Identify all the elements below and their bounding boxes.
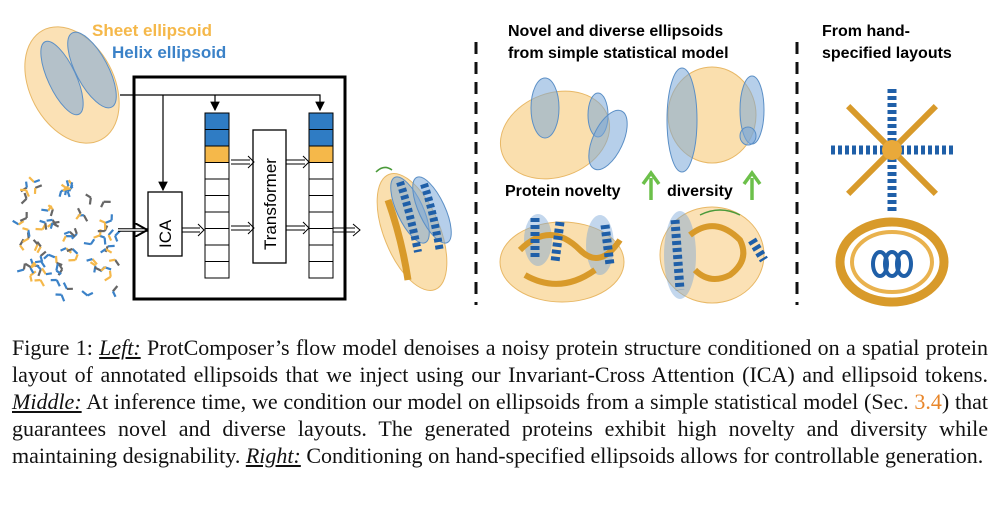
transformer-block [252, 129, 287, 264]
right-title-2: specified layouts [822, 45, 952, 62]
transformer-label: Transformer [261, 158, 280, 250]
figure-panel: Sheet ellipsoid Helix ellipsoid ICA Tran… [12, 21, 954, 307]
caption-middle-text-a: At inference time, we condition our mode… [86, 389, 909, 414]
caption-middle-text-b: ) that guarantees novel and diverse layo… [12, 389, 988, 468]
caption-left-text: ProtComposer’s flow model denoises a noi… [12, 335, 989, 387]
caption-right-head: Right: [245, 443, 301, 468]
output-protein [375, 166, 452, 291]
token-column-2 [308, 112, 334, 279]
diversity-label: diversity [667, 183, 733, 200]
caption-figure-label: Figure 1: [12, 335, 93, 360]
novelty-up-arrow-icon [641, 170, 661, 200]
middle-title-2: from simple statistical model [508, 45, 729, 62]
noisy-structure [12, 176, 121, 302]
figure-caption: Figure 1: Left: ProtComposer’s flow mode… [12, 334, 988, 469]
generated-protein-2 [659, 206, 768, 304]
ica-block [147, 191, 183, 257]
middle-title-1: Novel and diverse ellipsoids [508, 23, 723, 40]
flower-protein [830, 88, 954, 212]
diversity-up-arrow-icon [742, 170, 762, 200]
generated-protein-1 [499, 214, 625, 303]
caption-right-text: Conditioning on hand-specified ellipsoid… [306, 443, 984, 468]
token-column-1 [204, 112, 230, 279]
ica-label: ICA [156, 219, 175, 248]
legend-helix: Helix ellipsoid [112, 43, 226, 62]
sample-ellipsoids-2 [666, 66, 765, 173]
sample-ellipsoids-1 [499, 77, 628, 180]
legend-sheet: Sheet ellipsoid [92, 21, 212, 40]
section-ref-link[interactable]: 3.4 [914, 389, 942, 414]
caption-middle-head: Middle: [12, 389, 82, 414]
right-title-1: From hand- [822, 23, 910, 40]
caption-left-head: Left: [99, 335, 141, 360]
novelty-label: Protein novelty [505, 183, 621, 200]
figure-graphic: Sheet ellipsoid Helix ellipsoid ICA Tran… [12, 21, 954, 307]
input-ellipsoids [24, 26, 120, 144]
barrel-protein [835, 217, 949, 307]
model-box [132, 75, 347, 301]
